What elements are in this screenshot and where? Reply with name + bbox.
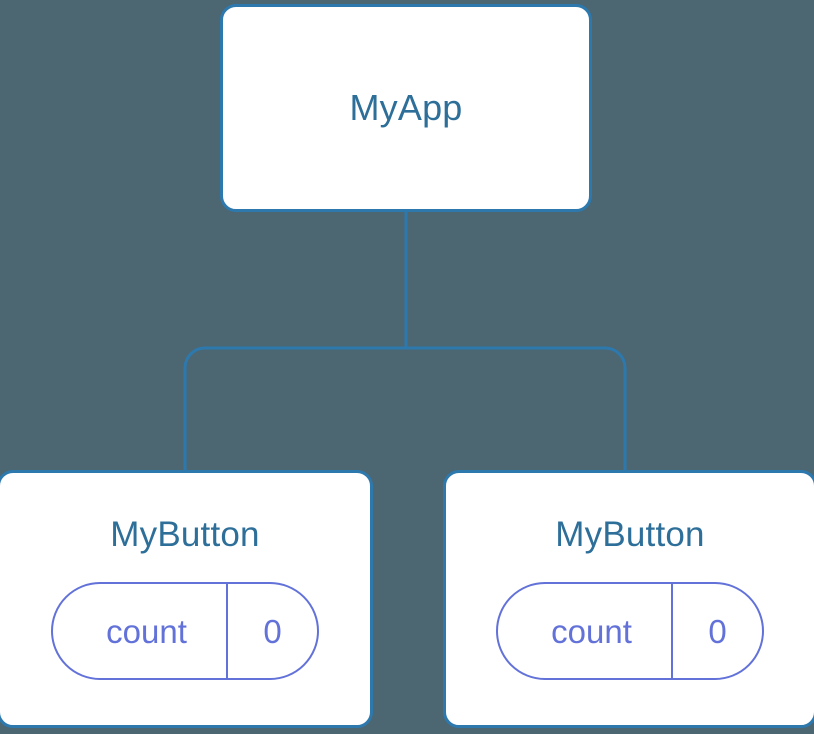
node-title: MyButton — [110, 515, 260, 554]
prop-pill-count[interactable]: count 0 — [51, 582, 319, 680]
node-title: MyApp — [349, 87, 463, 128]
prop-value: 0 — [671, 584, 762, 678]
prop-value: 0 — [226, 584, 317, 678]
prop-pill-count[interactable]: count 0 — [496, 582, 764, 680]
edge-to-right-child — [406, 346, 627, 472]
node-mybutton-1[interactable]: MyButton count 0 — [0, 470, 373, 728]
node-mybutton-2[interactable]: MyButton count 0 — [443, 470, 814, 728]
node-title: MyButton — [555, 515, 705, 554]
node-myapp[interactable]: MyApp — [220, 4, 592, 212]
edge-to-left-child — [183, 346, 406, 472]
prop-key: count — [106, 612, 187, 650]
prop-key: count — [551, 612, 632, 650]
